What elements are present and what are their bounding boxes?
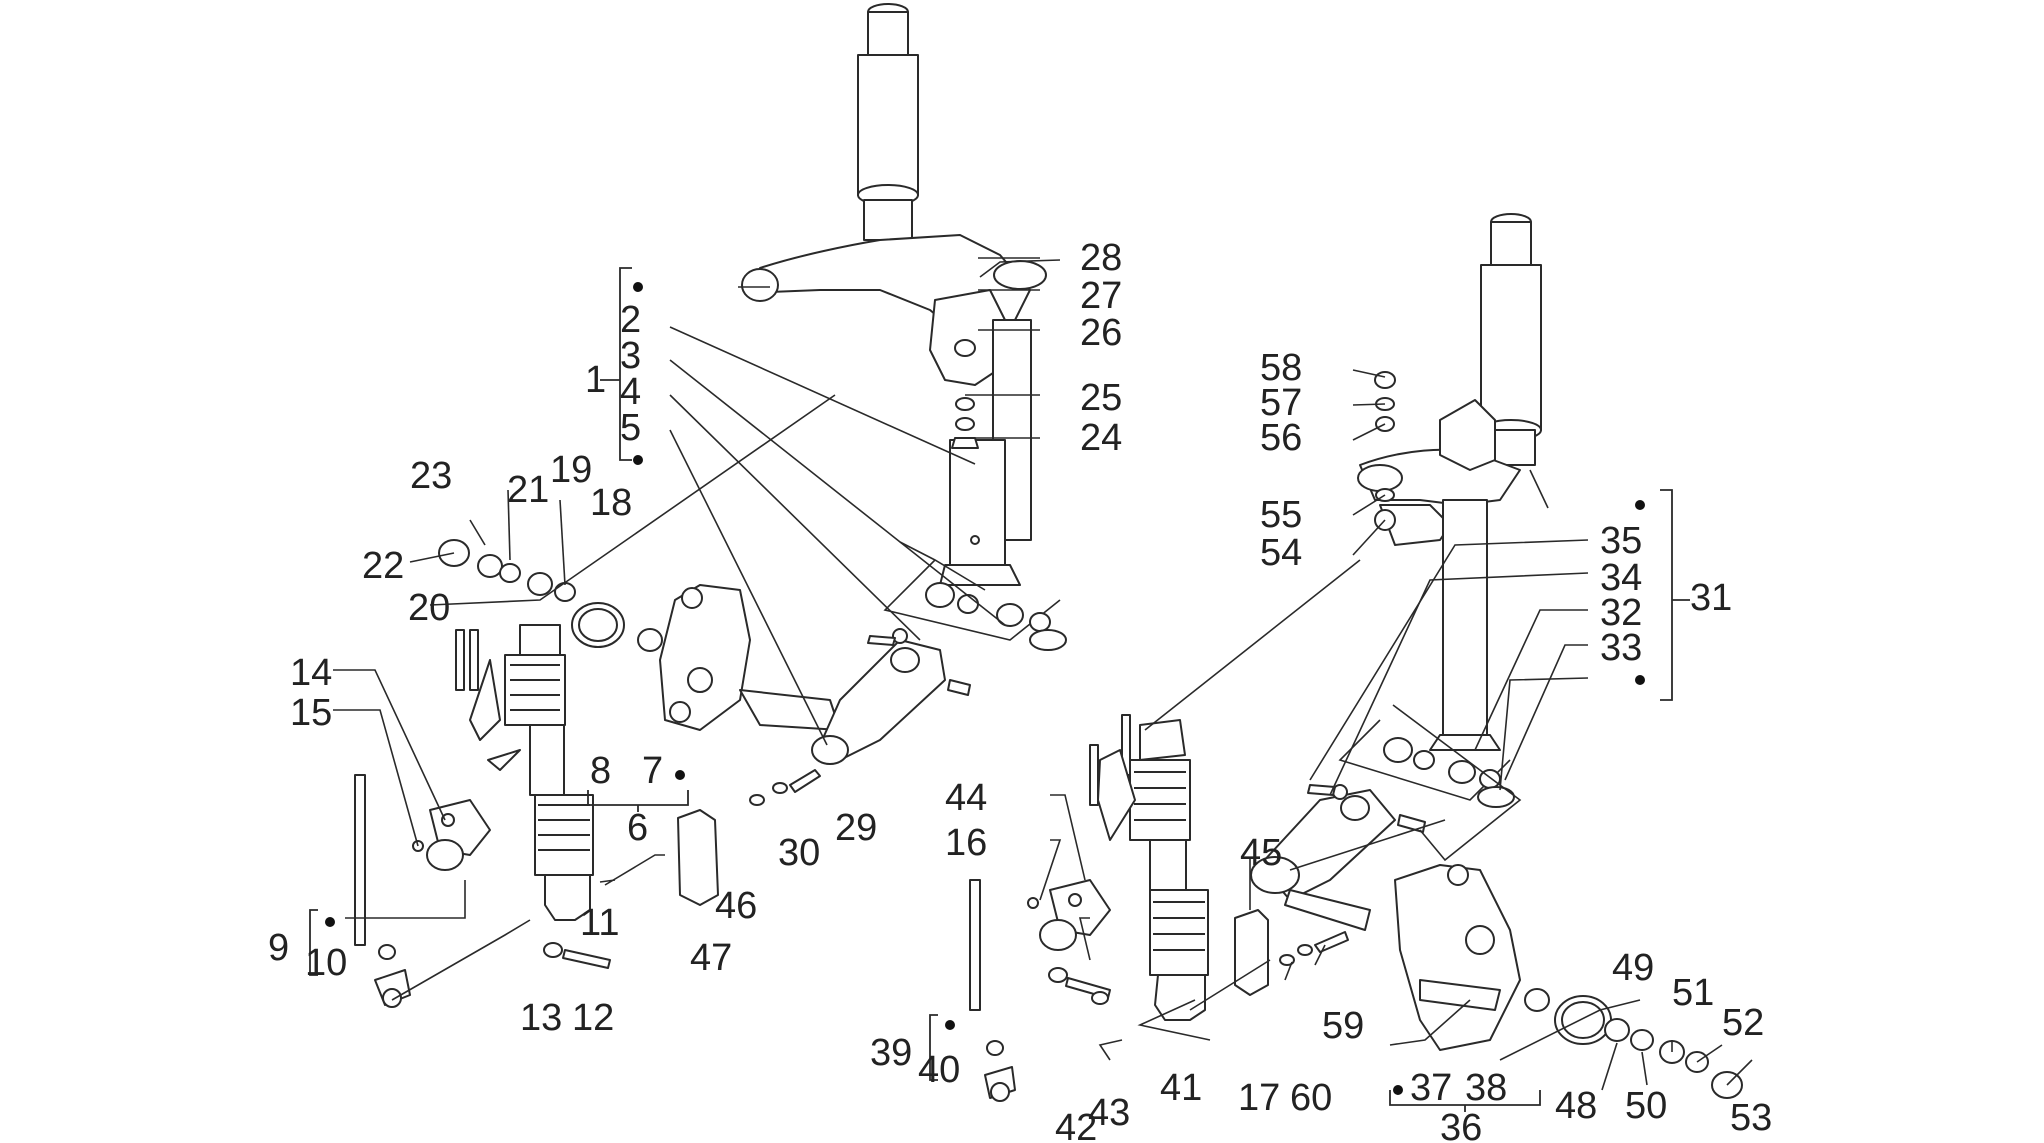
left-steering-column-icon — [741, 3, 1047, 586]
callout-57: 57 — [1260, 382, 1302, 424]
callout-54: 54 — [1260, 532, 1302, 574]
left-caliper-pin — [354, 774, 411, 1008]
callout-50: 50 — [1625, 1085, 1667, 1127]
left-fork-seal-set — [883, 559, 1067, 651]
right-mounting-bracket — [1234, 909, 1269, 996]
callout-48: 48 — [1555, 1085, 1597, 1127]
callout-45: 45 — [1240, 832, 1282, 874]
callout-24: 24 — [1080, 417, 1122, 459]
callout-38: 38 — [1465, 1067, 1507, 1109]
callout-33: 33 — [1600, 627, 1642, 669]
callout-34: 34 — [1600, 557, 1642, 599]
callout-18: 18 — [590, 482, 632, 524]
callout-6: 6 — [627, 807, 648, 849]
left-spring-shock-icon — [455, 624, 594, 921]
callout-42: 42 — [1055, 1107, 1097, 1143]
callout-14: 14 — [290, 652, 332, 694]
callout-1: 1 — [585, 359, 606, 401]
left-leader-lines — [333, 257, 1061, 1001]
callout-31: 31 — [1690, 577, 1732, 619]
left-mounting-bracket — [677, 809, 719, 906]
callout-41: 41 — [1160, 1067, 1202, 1109]
callout-28: 28 — [1080, 237, 1122, 279]
callout-3: 3 — [620, 335, 641, 377]
callout-40: 40 — [918, 1049, 960, 1091]
callout-30: 30 — [778, 832, 820, 874]
callout-15: 15 — [290, 692, 332, 734]
callout-16: 16 — [945, 822, 987, 864]
callout-22: 22 — [362, 545, 404, 587]
callout-43: 43 — [1088, 1092, 1130, 1134]
right-bolt-set — [1048, 931, 1349, 1005]
callout-20: 20 — [408, 587, 450, 629]
callout-37: 37 — [1410, 1067, 1452, 1109]
callout-46: 46 — [715, 885, 757, 927]
right-caliper — [1027, 879, 1111, 951]
callout-labels: 1 2 3 4 5 6 7 8 9 10 11 12 13 14 15 16 1… — [268, 237, 1772, 1143]
callout-21: 21 — [507, 469, 549, 511]
callout-55: 55 — [1260, 494, 1302, 536]
callout-4: 4 — [620, 371, 641, 413]
callout-5: 5 — [620, 407, 641, 449]
brackets — [309, 267, 1690, 1112]
right-steering-column-icon — [1357, 213, 1542, 751]
callout-39: 39 — [870, 1032, 912, 1074]
callout-29: 29 — [835, 807, 877, 849]
right-fork-seal-set — [1338, 719, 1515, 808]
callout-56: 56 — [1260, 417, 1302, 459]
right-wheel-hub-icon — [1394, 864, 1521, 1051]
callout-59: 59 — [1322, 1005, 1364, 1047]
callout-51: 51 — [1672, 972, 1714, 1014]
callout-53: 53 — [1730, 1097, 1772, 1139]
callout-60: 60 — [1290, 1077, 1332, 1119]
right-leader-lines — [1039, 369, 1753, 1091]
callout-23: 23 — [410, 455, 452, 497]
callout-12: 12 — [572, 997, 614, 1039]
callout-19: 19 — [550, 449, 592, 491]
left-bolt-set — [543, 769, 821, 969]
callout-32: 32 — [1600, 592, 1642, 634]
callout-35: 35 — [1600, 520, 1642, 562]
callout-44: 44 — [945, 777, 987, 819]
callout-25: 25 — [1080, 377, 1122, 419]
left-fork-small-parts — [951, 339, 980, 545]
callout-49: 49 — [1612, 947, 1654, 989]
callout-52: 52 — [1722, 1002, 1764, 1044]
callout-13: 13 — [520, 997, 562, 1039]
callout-9: 9 — [268, 927, 289, 969]
right-caliper-pin — [969, 879, 1016, 1102]
callout-47: 47 — [690, 937, 732, 979]
left-caliper — [412, 799, 491, 871]
callout-10: 10 — [305, 942, 347, 984]
callout-2: 2 — [620, 299, 641, 341]
left-swing-arm — [811, 628, 971, 765]
callout-7: 7 — [642, 750, 663, 792]
callout-17: 17 — [1238, 1077, 1280, 1119]
callout-36: 36 — [1440, 1107, 1482, 1143]
callout-58: 58 — [1260, 347, 1302, 389]
callout-26: 26 — [1080, 312, 1122, 354]
callout-11: 11 — [580, 902, 619, 944]
callout-8: 8 — [590, 750, 611, 792]
left-wheel-hub-icon — [659, 584, 841, 731]
left-hub-seal-rings — [438, 539, 663, 652]
right-spring-shock-icon — [1089, 714, 1209, 1021]
callout-27: 27 — [1080, 275, 1122, 317]
right-swing-arm — [1250, 784, 1426, 931]
